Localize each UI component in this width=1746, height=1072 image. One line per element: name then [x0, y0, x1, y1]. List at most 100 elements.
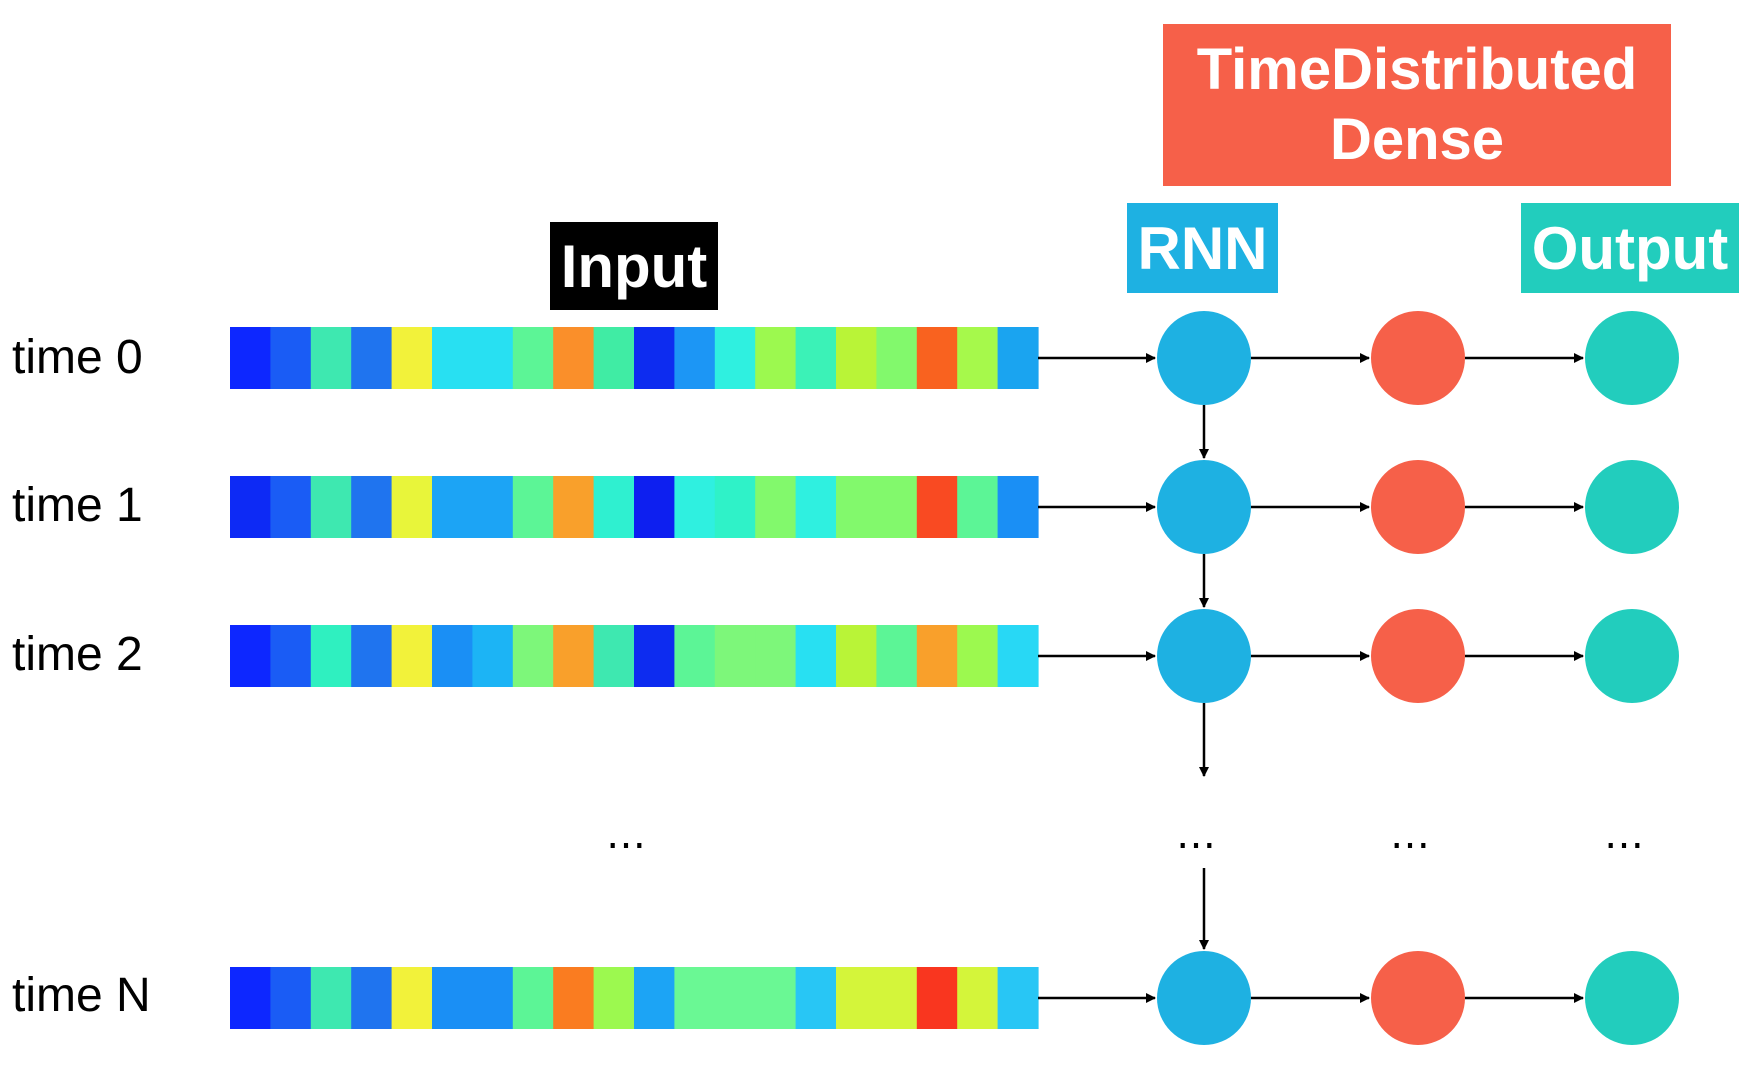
- input-cell: [795, 625, 837, 687]
- input-cell: [634, 476, 675, 538]
- input-cell: [714, 476, 756, 538]
- ellipsis-output: …: [1604, 812, 1650, 858]
- input-cell: [876, 476, 918, 538]
- input-cell: [391, 625, 433, 687]
- input-cell: [876, 967, 918, 1029]
- input-cell: [876, 327, 918, 389]
- input-cell: [512, 327, 554, 389]
- input-cell: [472, 967, 514, 1029]
- input-cell: [432, 625, 473, 687]
- input-cell: [230, 625, 271, 687]
- rnn-node: [1157, 460, 1251, 554]
- input-cell: [310, 476, 352, 538]
- input-cell: [674, 967, 716, 1029]
- ellipsis-input: …: [606, 812, 652, 858]
- input-cell: [553, 476, 595, 538]
- dense-node: [1371, 609, 1465, 703]
- input-cell: [593, 327, 635, 389]
- input-cell: [593, 625, 635, 687]
- dense-node: [1371, 951, 1465, 1045]
- input-cell: [714, 967, 756, 1029]
- input-cell: [553, 327, 595, 389]
- output-node: [1585, 951, 1679, 1045]
- rnn-label: RNN: [1127, 203, 1278, 293]
- input-cell: [432, 967, 473, 1029]
- time-label-2: time 2: [12, 628, 143, 681]
- ellipsis-rnn: …: [1176, 812, 1222, 858]
- input-cell: [351, 476, 393, 538]
- input-cell: [230, 967, 271, 1029]
- time-label-0: time 0: [12, 331, 143, 384]
- input-cell: [916, 476, 958, 538]
- input-cell: [391, 476, 433, 538]
- input-cell: [512, 625, 554, 687]
- input-cell: [230, 476, 271, 538]
- input-cell: [997, 476, 1039, 538]
- input-cell: [512, 967, 554, 1029]
- input-cell: [755, 625, 797, 687]
- input-cell: [310, 327, 352, 389]
- input-cell: [997, 625, 1039, 687]
- input-cell: [432, 327, 473, 389]
- input-cell: [593, 476, 635, 538]
- input-cell: [351, 327, 393, 389]
- input-cell: [836, 625, 877, 687]
- input-cell: [714, 327, 756, 389]
- input-cell: [795, 476, 837, 538]
- input-cell: [755, 327, 797, 389]
- input-cell: [997, 967, 1039, 1029]
- input-cell: [795, 327, 837, 389]
- input-label: Input: [550, 222, 718, 310]
- rnn-node: [1157, 311, 1251, 405]
- input-cell: [957, 476, 999, 538]
- input-cell: [674, 476, 716, 538]
- input-cell: [634, 625, 675, 687]
- input-cell: [270, 967, 312, 1029]
- input-cell: [836, 476, 877, 538]
- input-cell: [270, 625, 312, 687]
- ellipsis-dense: …: [1390, 812, 1436, 858]
- input-cell: [916, 625, 958, 687]
- dense-node: [1371, 311, 1465, 405]
- time-label-n: time N: [12, 969, 151, 1022]
- input-cell: [472, 476, 514, 538]
- input-cell: [553, 967, 595, 1029]
- input-cell: [270, 327, 312, 389]
- input-cell: [270, 476, 312, 538]
- input-cell: [634, 967, 675, 1029]
- input-cell: [876, 625, 918, 687]
- timedistributed-dense-label: TimeDistributed Dense: [1163, 24, 1671, 186]
- output-node: [1585, 460, 1679, 554]
- input-cell: [916, 327, 958, 389]
- input-cell: [472, 625, 514, 687]
- input-cell: [634, 327, 675, 389]
- input-cell: [512, 476, 554, 538]
- input-cell: [310, 967, 352, 1029]
- input-cell: [795, 967, 837, 1029]
- input-cell: [836, 327, 877, 389]
- input-cell: [957, 327, 999, 389]
- dense-node: [1371, 460, 1465, 554]
- input-cell: [553, 625, 595, 687]
- input-cell: [755, 967, 797, 1029]
- timedistributed-label-line1: TimeDistributed: [1196, 37, 1638, 102]
- output-label: Output: [1521, 203, 1739, 293]
- rnn-node: [1157, 951, 1251, 1045]
- input-cell: [230, 327, 271, 389]
- input-cell: [310, 625, 352, 687]
- input-cell: [351, 625, 393, 687]
- input-cell: [391, 327, 433, 389]
- output-node: [1585, 609, 1679, 703]
- input-cell: [957, 625, 999, 687]
- input-cell: [593, 967, 635, 1029]
- input-cell: [674, 327, 716, 389]
- timedistributed-label-line2: Dense: [1329, 107, 1505, 172]
- input-cell: [957, 967, 999, 1029]
- input-cell: [472, 327, 514, 389]
- input-cell: [997, 327, 1039, 389]
- input-cell: [916, 967, 958, 1029]
- rnn-node: [1157, 609, 1251, 703]
- input-cell: [755, 476, 797, 538]
- time-label-1: time 1: [12, 479, 143, 532]
